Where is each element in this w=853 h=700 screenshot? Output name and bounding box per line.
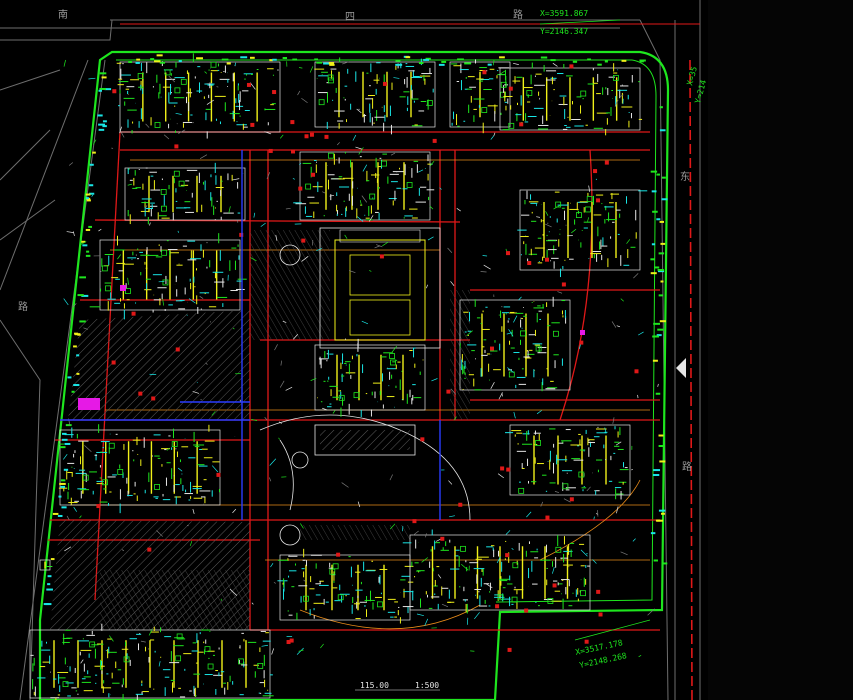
- svg-text:路: 路: [682, 460, 692, 473]
- site-boundary: [38, 50, 670, 700]
- svg-text:Y=2146.347: Y=2146.347: [540, 27, 588, 36]
- valve-markers: [96, 64, 639, 652]
- north-arrow-icon: [676, 358, 686, 378]
- svg-text:115.00: 115.00: [360, 681, 389, 690]
- blue-lines: [60, 150, 441, 520]
- road-name-top: 南 四 路: [58, 8, 523, 23]
- central-plaza: [259, 227, 471, 546]
- magenta-accents: [78, 285, 585, 410]
- svg-text:南: 南: [58, 8, 68, 21]
- road-outlines: [0, 0, 701, 700]
- landscape-hatch: [50, 230, 470, 630]
- svg-text:四: 四: [345, 12, 355, 23]
- site-boundary-inner: [116, 59, 657, 603]
- building-blocks: [29, 53, 648, 700]
- svg-text:1:500: 1:500: [415, 681, 439, 690]
- svg-text:X=3591.867: X=3591.867: [540, 9, 588, 18]
- bottom-dimension: 115.00 1:500: [355, 681, 440, 691]
- coordinate-callout-top: X=3591.867 Y=2146.347: [539, 9, 621, 36]
- svg-text:路: 路: [513, 8, 523, 21]
- sheet-margin: [708, 0, 853, 700]
- svg-text:东: 东: [680, 170, 690, 183]
- road-name-left: 路: [18, 300, 28, 313]
- road-name-right: 东 路: [680, 170, 692, 473]
- pipe-details: [43, 54, 668, 667]
- property-line-right: [689, 59, 693, 700]
